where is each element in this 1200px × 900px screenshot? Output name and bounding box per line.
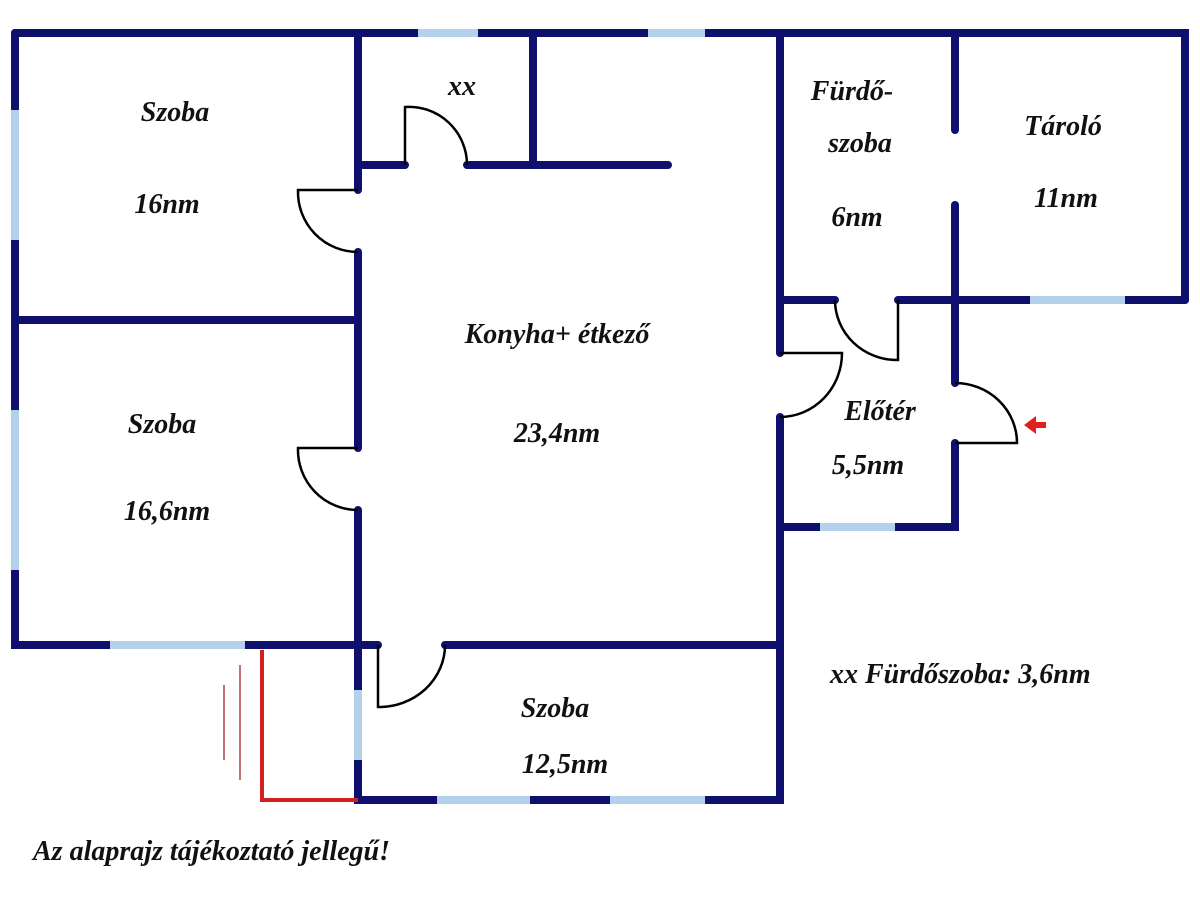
wc-name: xx: [447, 71, 476, 102]
kitchen-area: 23,4nm: [513, 418, 600, 449]
bathroom-name-line2: szoba: [827, 128, 892, 159]
wc-note: xx Fürdőszoba: 3,6nm: [829, 659, 1091, 690]
bedroom2-name: Szoba: [128, 409, 196, 440]
bathroom-area: 6nm: [831, 202, 882, 233]
hall-area: 5,5nm: [832, 450, 904, 481]
bedroom1-area: 16nm: [134, 189, 199, 220]
storage-area: 11nm: [1034, 183, 1098, 214]
bathroom-name-line1: Fürdő-: [810, 76, 893, 107]
bedroom3-name: Szoba: [521, 693, 589, 724]
terrace-lines: [223, 650, 358, 802]
storage-name: Tároló: [1024, 111, 1102, 142]
bedroom2-area: 16,6nm: [124, 496, 210, 527]
kitchen-name: Konyha+ étkező: [464, 319, 652, 350]
hall-name: Előtér: [843, 396, 917, 427]
walls: [11, 29, 1189, 804]
disclaimer: Az alaprajz tájékoztató jellegű!: [31, 836, 390, 867]
entrance-arrow-icon: [1024, 416, 1046, 434]
bedroom1-name: Szoba: [141, 97, 209, 128]
doors: [296, 105, 1019, 709]
bedroom3-area: 12,5nm: [522, 749, 608, 780]
windows: [11, 29, 1125, 804]
